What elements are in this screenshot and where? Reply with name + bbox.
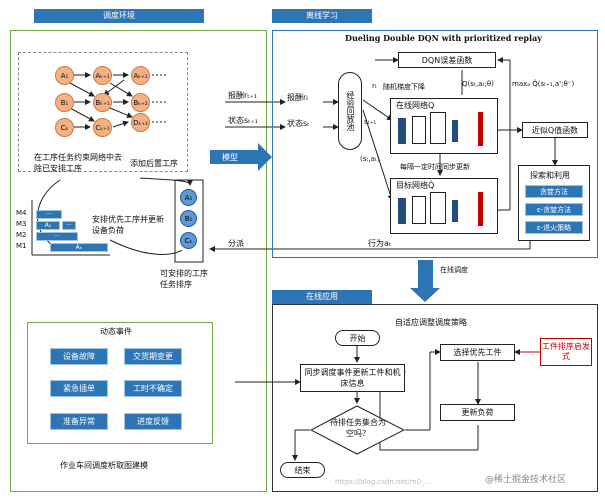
graph-node: Cₖ — [55, 118, 74, 137]
graph-node: B₁ — [55, 93, 74, 112]
heuristic-text: 工件排序启发式 — [542, 342, 590, 361]
graph-node: Aₖ₊₂ — [131, 66, 150, 85]
sgd-label: 随机梯度下降 — [383, 83, 425, 91]
offline-learning-panel — [272, 30, 598, 258]
scheduling-environment-panel — [10, 30, 267, 492]
flow-start: 开始 — [335, 330, 380, 346]
heuristic-box: 工件排序启发式 — [540, 338, 592, 366]
gantt-block: ··· — [36, 210, 62, 219]
dynamic-events-title: 动态事件 — [100, 327, 132, 336]
dispatch-label: 分派 — [228, 239, 244, 248]
online-application-tab: 在线应用 — [272, 290, 372, 304]
rt-label: rₜ — [372, 82, 377, 90]
flow-end: 结束 — [280, 462, 325, 478]
graph-node: Bₖ₊₁ — [93, 93, 112, 112]
gantt-block: ··· — [36, 232, 78, 241]
graph-node: A₁ — [55, 66, 74, 85]
epsilon-annealing-policy: ε-退火策略 — [525, 221, 583, 234]
sortable-tasks-text: 可安排的工序任务排序 — [160, 269, 208, 289]
online-net-layer — [412, 116, 426, 144]
event-urgent-order: 紧急插单 — [50, 380, 108, 397]
bottom-caption: 作业车间调度析取图建模 — [60, 461, 148, 470]
online-application-panel — [272, 304, 598, 492]
model-label: 模型 — [222, 153, 238, 162]
epsilon-greedy-policy: ε-贪婪方法 — [525, 203, 583, 216]
q-value-label: Q(sₜ,aₜ;θ) — [462, 80, 494, 88]
gantt-label-m1: M1 — [16, 242, 27, 250]
online-scheduling-label: 在线调度 — [440, 266, 468, 274]
watermark-url: https://blog.csdn.net/m0_... — [335, 478, 432, 486]
flow-update-load: 更新负荷 — [440, 404, 515, 421]
online-net-layer — [452, 120, 458, 142]
sync-update-label: 每隔一定时间同步更新 — [400, 163, 470, 171]
max-q-label: maxₐ Q̂(sₜ₊₁,a';θ⁻) — [512, 80, 575, 88]
online-net-layer — [478, 112, 483, 146]
adaptive-title: 自适应调整调度策略 — [395, 318, 467, 327]
target-net-layer — [412, 196, 426, 224]
gantt-label-m2: M2 — [16, 231, 27, 239]
st1-label: sₜ₊₁ — [364, 118, 377, 126]
online-network-label: 在线网络Q — [396, 101, 435, 110]
graph-node: Dₖ₊₂ — [131, 113, 150, 132]
scheduling-environment-tab: 调度环境 — [34, 9, 204, 23]
explore-title: 探索和利用 — [530, 171, 570, 180]
graph-node: Bₖ₊₂ — [131, 93, 150, 112]
queue-node: B₁ — [180, 210, 197, 227]
target-net-layer — [398, 198, 406, 224]
add-task-text: 添加后置工序 — [130, 159, 178, 168]
replay-pool-text: 经验回放池 — [346, 91, 355, 131]
gantt-block: Aₖ — [50, 243, 108, 252]
greedy-policy: 贪婪方法 — [525, 185, 583, 198]
dynamic-events-box — [27, 322, 213, 444]
target-net-layer — [478, 192, 483, 226]
event-equipment-failure: 设备故障 — [50, 348, 108, 365]
watermark-brand: @稀土掘金技术社区 — [485, 475, 567, 485]
target-net-layer — [452, 200, 458, 222]
gantt-block: A₁ — [36, 221, 60, 230]
graph-node: Aₖ₊₁ — [93, 66, 112, 85]
flow-select-priority: 选择优先工件 — [440, 344, 515, 361]
gantt-label-m4: M4 — [16, 209, 27, 217]
gantt-label-m3: M3 — [16, 220, 27, 228]
reward-t-label: 报酬rₜ — [287, 93, 309, 102]
event-prep-exception: 准备异常 — [50, 413, 108, 430]
disjunctive-graph — [18, 52, 188, 172]
target-net-layer — [430, 192, 446, 224]
flow-decision-text: 待排任务集合为空吗？ — [330, 418, 386, 438]
target-network-label: 目标网络Q̂ — [396, 181, 435, 190]
remove-task-text: 在工序任务约束网络中去除已安排工序 — [34, 153, 122, 173]
online-net-layer — [398, 118, 406, 144]
state-t1-label: 状态sₜ₊₁ — [228, 116, 258, 125]
state-t-label: 状态sₜ — [287, 119, 310, 128]
queue-node: A₁ — [180, 189, 197, 206]
gantt-block: ··· — [62, 221, 76, 230]
graph-node: Cₖ₊₁ — [93, 118, 112, 137]
action-label: 行为aₜ — [368, 239, 392, 248]
schedule-priority-text: 安排优先工序并更新设备负荷 — [92, 215, 164, 235]
approx-q-box: 近似Q值函数 — [522, 122, 588, 138]
dqn-title: Dueling Double DQN with prioritized repl… — [345, 33, 542, 43]
sa-label: (sₜ,aₜ) — [360, 155, 380, 163]
event-due-date-change: 交货期变更 — [124, 348, 182, 365]
event-progress-feedback: 进度反馈 — [124, 413, 182, 430]
queue-node: Cₖ — [180, 232, 197, 249]
decision-diamond — [309, 405, 406, 455]
event-time-uncertainty: 工时不确定 — [124, 380, 182, 397]
loss-function-box: DQN误差函数 — [398, 52, 496, 68]
offline-learning-tab: 离线学习 — [272, 9, 372, 23]
reward-t1-label: 报酬rₜ₊₁ — [228, 91, 258, 100]
flow-decision: 待排任务集合为空吗？ — [309, 405, 406, 455]
replay-pool: 经验回放池 — [338, 72, 362, 150]
online-net-layer — [430, 112, 446, 144]
flow-sync-event: 同步调度事件更新工件和机床信息 — [300, 364, 405, 392]
